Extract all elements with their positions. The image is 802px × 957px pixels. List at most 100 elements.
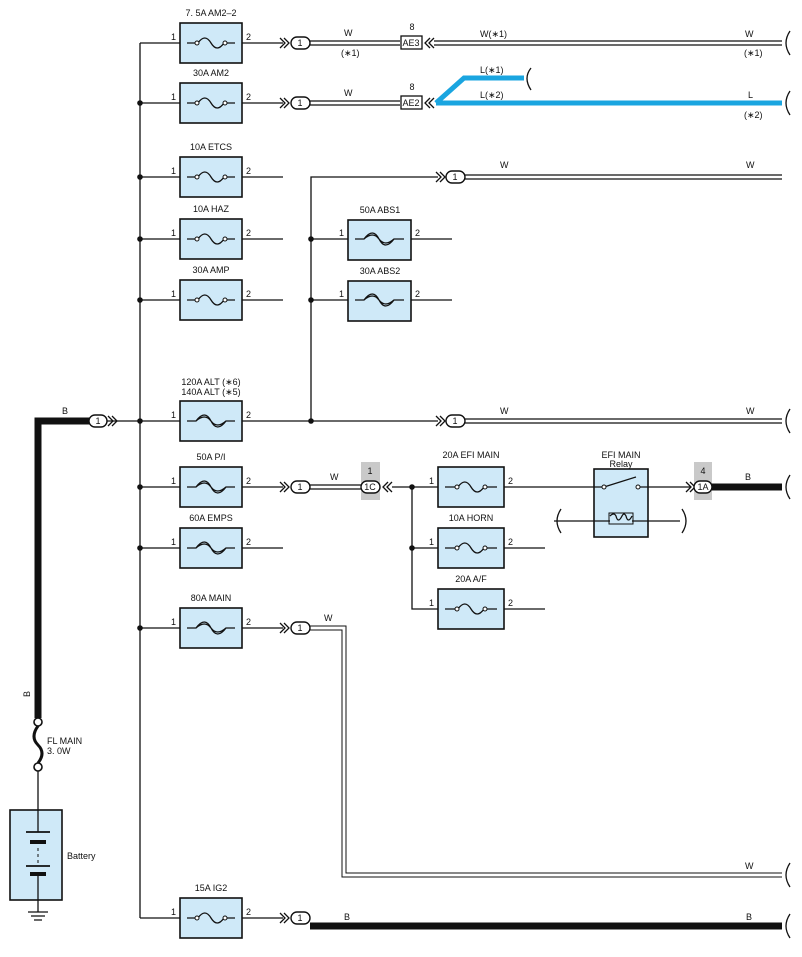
wire-color-label: W xyxy=(344,88,353,98)
fuse-pi: 50A P/I 1 2 xyxy=(171,452,251,508)
svg-text:1: 1 xyxy=(429,476,434,486)
svg-text:2: 2 xyxy=(415,228,420,238)
svg-text:1: 1 xyxy=(171,166,176,176)
fuse-emps: 60A EMPS 1 2 xyxy=(171,513,251,569)
wire-color-label: W xyxy=(745,29,754,39)
fl-main-name: FL MAIN xyxy=(47,736,82,746)
svg-text:1: 1 xyxy=(171,289,176,299)
wire-color-label: B xyxy=(62,406,68,416)
wire-color-label: W xyxy=(746,406,755,416)
circuit-ig2: 1 B B xyxy=(242,911,791,939)
svg-text:1: 1 xyxy=(297,38,302,48)
svg-text:2: 2 xyxy=(246,410,251,420)
fuse-label-alt: 140A ALT (∗5) xyxy=(181,387,240,397)
circuit-alt: 1 W W 1 W W xyxy=(242,160,791,434)
fuse-label: 50A P/I xyxy=(196,452,225,462)
fuse-abs2: 30A ABS2 1 2 xyxy=(339,266,420,322)
fuse-abs1: 50A ABS1 1 2 xyxy=(339,205,420,261)
svg-text:1: 1 xyxy=(171,410,176,420)
fl-main-fusible-link: FL MAIN 3. 0W xyxy=(32,717,82,772)
wire-note: (∗1) xyxy=(744,48,763,58)
svg-text:1: 1 xyxy=(297,482,302,492)
wire-color-label: B xyxy=(22,691,32,697)
fuse-label: 30A AMP xyxy=(192,265,229,275)
svg-text:1: 1 xyxy=(452,172,457,182)
svg-text:2: 2 xyxy=(246,92,251,102)
connector-ae2: AE2 xyxy=(402,98,419,108)
battery-connector: 1 xyxy=(88,414,118,428)
wire-color-label: L(∗2) xyxy=(480,90,504,100)
fuse-label: 10A HORN xyxy=(449,513,494,523)
fuse-amp: 30A AMP 1 2 xyxy=(171,265,251,321)
fuse-label: 30A ABS2 xyxy=(360,266,401,276)
wire-color-label: L(∗1) xyxy=(480,65,504,75)
fl-main-rating: 3. 0W xyxy=(47,746,71,756)
svg-text:4: 4 xyxy=(700,466,705,476)
relay-name: EFI MAIN xyxy=(601,450,640,460)
wire-color-label: B xyxy=(746,912,752,922)
wire-note: (∗1) xyxy=(341,48,360,58)
wire-color-label: B xyxy=(344,912,350,922)
svg-text:1: 1 xyxy=(297,623,302,633)
fuse-am2-2: 7. 5A AM2–2 1 2 xyxy=(171,8,251,64)
bus-junctions xyxy=(137,100,143,631)
fuse-label: 15A IG2 xyxy=(195,883,228,893)
wire-color-label: W xyxy=(500,160,509,170)
svg-text:1: 1 xyxy=(339,228,344,238)
wire-note: (∗2) xyxy=(744,110,763,120)
svg-text:1: 1 xyxy=(171,476,176,486)
svg-text:2: 2 xyxy=(246,228,251,238)
fuse-label: 50A ABS1 xyxy=(360,205,401,215)
battery: Battery xyxy=(9,809,96,921)
svg-text:2: 2 xyxy=(246,32,251,42)
svg-text:8: 8 xyxy=(409,22,414,32)
fuse-label: 10A ETCS xyxy=(190,142,232,152)
fuse-label: 20A EFI MAIN xyxy=(442,450,499,460)
wire-color-label: W xyxy=(746,160,755,170)
efi-main-relay: EFI MAIN Relay 4 1A B xyxy=(504,450,791,538)
svg-text:1: 1 xyxy=(367,466,372,476)
svg-text:1: 1 xyxy=(171,537,176,547)
svg-text:1: 1 xyxy=(429,598,434,608)
wire-color-label: W xyxy=(500,406,509,416)
fuse-label: 120A ALT (∗6) xyxy=(181,377,240,387)
svg-text:8: 8 xyxy=(409,82,414,92)
fuse-label: 10A HAZ xyxy=(193,204,230,214)
wire-color-label: W xyxy=(745,861,754,871)
svg-text:2: 2 xyxy=(508,537,513,547)
svg-text:1: 1 xyxy=(339,289,344,299)
connector-1c: 1C xyxy=(364,482,376,492)
wire-color-label: L xyxy=(748,90,753,100)
svg-text:1: 1 xyxy=(171,92,176,102)
svg-text:2: 2 xyxy=(246,289,251,299)
connector-ae3: AE3 xyxy=(402,38,419,48)
fuse-label: 30A AM2 xyxy=(193,68,229,78)
connector-1a: 1A xyxy=(697,482,708,492)
fuse-label: 7. 5A AM2–2 xyxy=(185,8,236,18)
svg-text:1: 1 xyxy=(171,32,176,42)
svg-text:1: 1 xyxy=(171,228,176,238)
svg-text:1: 1 xyxy=(297,98,302,108)
svg-text:2: 2 xyxy=(246,907,251,917)
svg-text:1: 1 xyxy=(429,537,434,547)
svg-text:2: 2 xyxy=(246,476,251,486)
circuit-pi: 1 W 1 1C xyxy=(242,462,438,610)
fuse-label: 60A EMPS xyxy=(189,513,233,523)
svg-text:1: 1 xyxy=(171,617,176,627)
relay-sub: Relay xyxy=(609,459,633,469)
svg-text:2: 2 xyxy=(246,617,251,627)
fuse-alt: 120A ALT (∗6) 140A ALT (∗5) 1 2 xyxy=(171,377,251,442)
fuse-haz: 10A HAZ 1 2 xyxy=(171,204,251,260)
wire-color-label: W xyxy=(330,472,339,482)
wire-color-label: B xyxy=(745,472,751,482)
svg-text:2: 2 xyxy=(415,289,420,299)
svg-text:2: 2 xyxy=(246,537,251,547)
svg-text:2: 2 xyxy=(508,598,513,608)
svg-text:1: 1 xyxy=(297,913,302,923)
